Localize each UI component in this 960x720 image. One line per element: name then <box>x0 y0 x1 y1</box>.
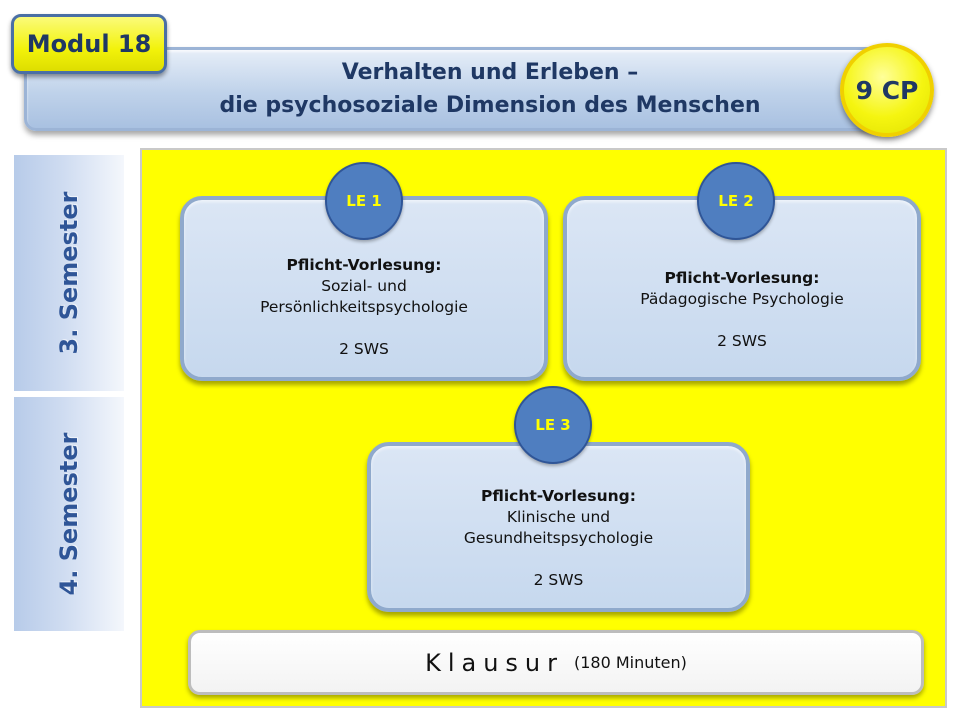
exam-bar: Klausur (180 Minuten) <box>188 630 924 695</box>
module-header-bar <box>24 47 904 131</box>
module-title-line1: Verhalten und Erleben – <box>341 60 639 85</box>
course-title-line1: Sozial- und <box>321 277 407 295</box>
course-sws: 2 SWS <box>533 571 584 589</box>
semester-label: 3. Semester <box>55 191 83 355</box>
course-type: Pflicht-Vorlesung: <box>481 487 636 505</box>
course-title-line2: Persönlichkeitspsychologie <box>260 298 468 316</box>
exam-title: Klausur <box>425 648 564 677</box>
module-number-badge: Modul 18 <box>11 14 167 74</box>
course-title-line2: Gesundheitspsychologie <box>463 529 654 547</box>
course-title-line1: Klinische und <box>506 508 611 526</box>
le2-badge: LE 2 <box>697 162 775 240</box>
exam-duration: (180 Minuten) <box>574 653 687 672</box>
le3-badge: LE 3 <box>514 386 592 464</box>
semester-tab-3: 3. Semester <box>14 155 124 391</box>
credit-points-badge: 9 CP <box>840 43 934 137</box>
semester-tab-4: 4. Semester <box>14 397 124 631</box>
course-card-le3: Pflicht-Vorlesung: Klinische und Gesundh… <box>367 442 750 612</box>
course-title-line1: Pädagogische Psychologie <box>640 290 844 308</box>
module-title: Verhalten und Erleben – die psychosozial… <box>150 56 830 122</box>
le1-badge: LE 1 <box>325 162 403 240</box>
course-type: Pflicht-Vorlesung: <box>286 256 442 274</box>
course-type: Pflicht-Vorlesung: <box>664 269 820 287</box>
module-title-line2: die psychosoziale Dimension des Menschen <box>219 93 761 118</box>
course-sws: 2 SWS <box>339 340 389 358</box>
semester-label: 4. Semester <box>55 432 83 596</box>
course-sws: 2 SWS <box>717 332 767 350</box>
